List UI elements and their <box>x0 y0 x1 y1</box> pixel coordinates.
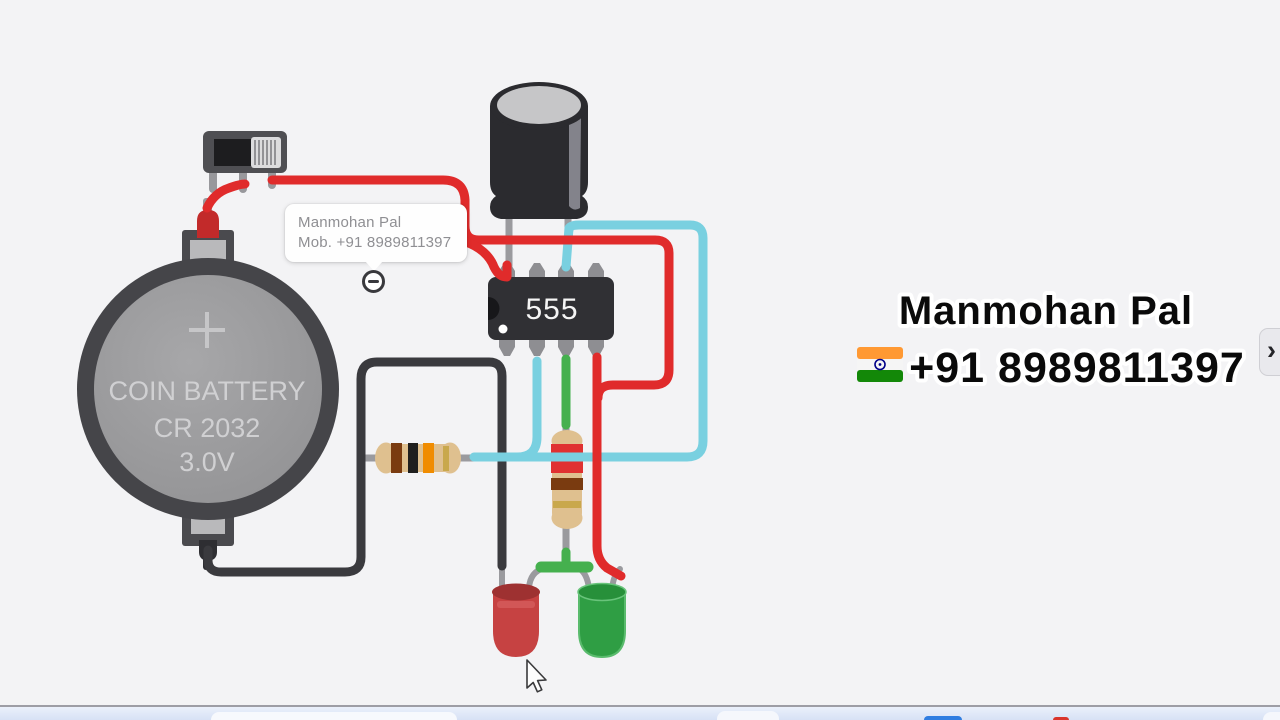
watermark: Manmohan Pal +91 8989811397 <box>857 285 1248 396</box>
plus-mark <box>189 312 225 348</box>
browser-tab-fragment-2 <box>717 711 779 720</box>
electrolytic-capacitor[interactable] <box>490 82 588 270</box>
tooltip-phone: Mob. +91 8989811397 <box>298 234 452 251</box>
led-red[interactable] <box>492 583 540 658</box>
ic-notch <box>488 297 500 320</box>
coin-battery[interactable]: COIN BATTERY CR 2032 3.0V <box>77 198 339 570</box>
led-red-rim <box>492 583 540 601</box>
band-gold <box>443 446 449 471</box>
bottom-separator <box>0 705 1280 707</box>
capacitor-top <box>497 86 581 124</box>
wire-red-power[interactable] <box>267 175 674 403</box>
band-red-2 <box>551 461 583 473</box>
battery-model: CR 2032 <box>154 413 261 443</box>
component-tooltip: Manmohan Pal Mob. +91 8989811397 <box>285 204 467 271</box>
battery-voltage: 3.0V <box>179 447 235 477</box>
positive-connector <box>197 210 219 238</box>
band-brown <box>551 478 583 490</box>
ic-body <box>488 277 614 340</box>
band-black <box>408 443 418 473</box>
wire-red-battery[interactable] <box>202 179 250 213</box>
led-green-body <box>578 590 626 659</box>
cursor-arrow-icon <box>526 659 547 693</box>
chevron-right-icon: › <box>1267 335 1276 365</box>
blue-icon-fragment <box>924 716 962 720</box>
resistor-horizontal[interactable] <box>359 442 478 474</box>
band-orange <box>423 443 434 473</box>
ic-pin1-dot <box>498 324 508 334</box>
red-icon-fragment <box>1053 717 1069 720</box>
capacitor-body <box>490 106 588 219</box>
ic-label: 555 <box>525 293 578 326</box>
switch-knob-ridges <box>254 140 276 165</box>
band-brown <box>391 443 402 473</box>
white-fragment <box>1263 712 1280 720</box>
tooltip-pointer <box>365 261 383 271</box>
watermark-name: Manmohan Pal <box>899 289 1193 333</box>
switch-slot <box>214 139 258 166</box>
led-green[interactable] <box>577 582 627 659</box>
battery-title: COIN BATTERY <box>108 376 305 406</box>
led-green-rim <box>577 582 627 602</box>
band-gold <box>553 501 581 508</box>
minus-bar <box>368 280 379 284</box>
wire-cyan-branch[interactable] <box>512 356 542 462</box>
wire-red-led[interactable] <box>592 352 626 581</box>
wires[interactable] <box>202 175 708 581</box>
bottom-browser-strip <box>0 707 1280 720</box>
led-red-highlight <box>497 601 535 608</box>
wire-cyan-cap[interactable] <box>561 223 574 272</box>
minus-circle-icon[interactable] <box>362 270 385 293</box>
led-red-body <box>493 591 539 657</box>
battery-face <box>94 275 322 503</box>
watermark-phone: +91 8989811397 <box>909 344 1245 392</box>
india-flag-icon <box>857 347 903 382</box>
browser-tab-fragment <box>211 712 457 720</box>
wire-black-ground[interactable] <box>203 357 507 577</box>
resistor-vertical[interactable] <box>551 412 583 561</box>
panel-expand-button[interactable]: › <box>1259 328 1280 376</box>
circuit-svg: COIN BATTERY CR 2032 3.0V <box>77 82 1248 693</box>
slide-switch[interactable] <box>203 131 287 193</box>
wire-red-vcc-pin[interactable] <box>461 237 512 282</box>
tooltip-name: Manmohan Pal <box>298 214 402 231</box>
capacitor-stripe <box>569 118 581 210</box>
